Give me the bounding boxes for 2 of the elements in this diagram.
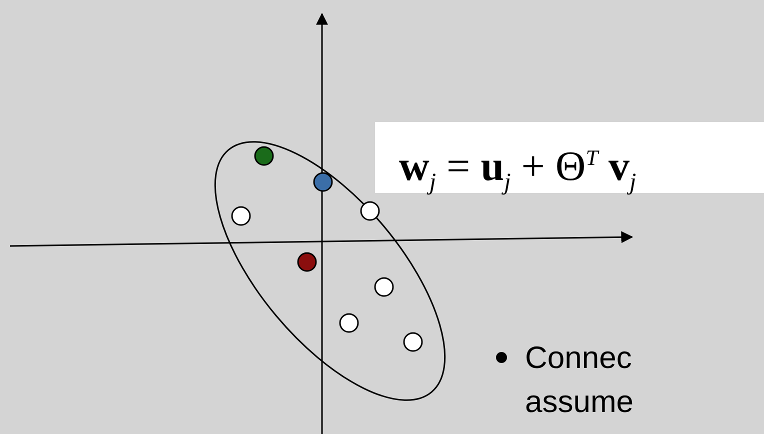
bullet-text: Connec assume [525, 339, 635, 421]
formula: w$_{j}$ = u$_{j}$ + Θ$^{T}$ v$_{j}$ [375, 122, 764, 193]
